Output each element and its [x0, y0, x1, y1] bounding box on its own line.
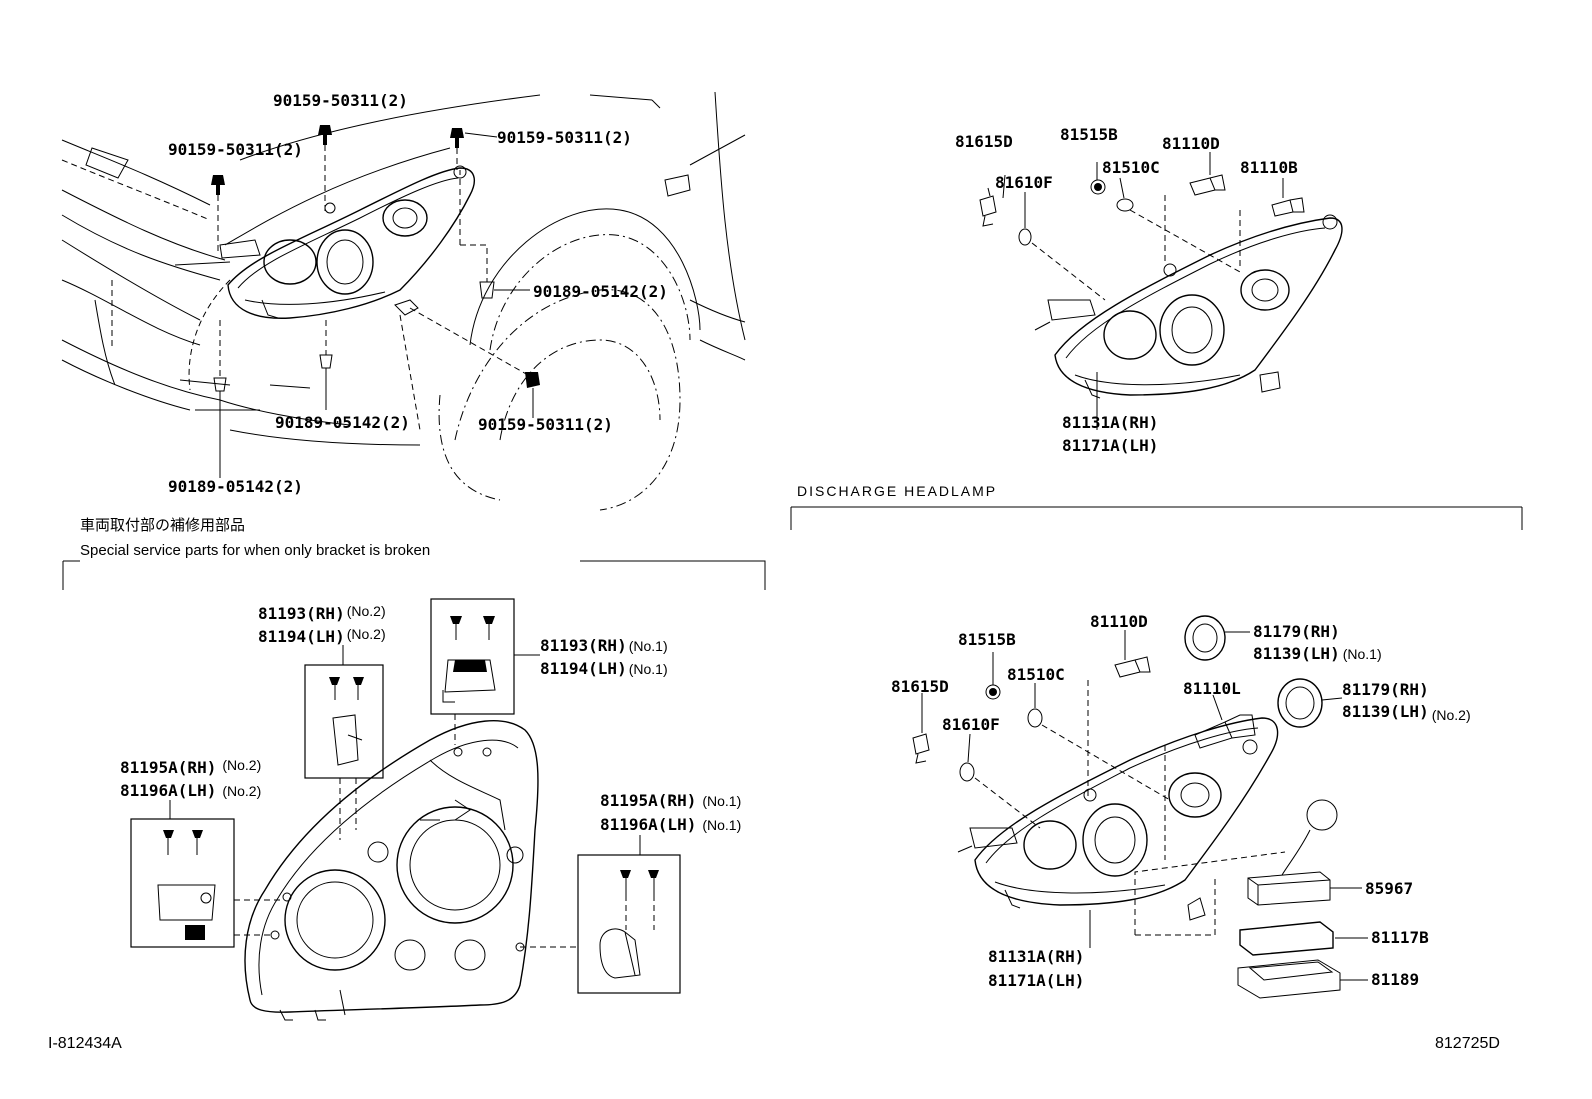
callout-81131A-discharge: 81131A(RH) [988, 947, 1084, 966]
callout-90159-left: 90159-50311(2) [168, 140, 303, 159]
callout-81110B-top: 81110B [1240, 158, 1298, 177]
callout-81193-no2: 81193(RH)(No.2) [258, 603, 386, 623]
callout-81515B-discharge: 81515B [958, 630, 1016, 649]
callout-81179-no2: 81179(RH) [1342, 680, 1429, 699]
callout-81196A-no1: 81196A(LH)(No.1) [600, 815, 741, 834]
callout-81194-no1: 81194(LH)(No.1) [540, 659, 668, 678]
callout-81196A-no2: 81196A(LH)(No.2) [120, 781, 261, 800]
callout-81171A-discharge: 81171A(LH) [988, 971, 1084, 990]
callout-81171A-top: 81171A(LH) [1062, 436, 1158, 455]
callout-85967: 85967 [1365, 879, 1413, 898]
headlamp-assembly-discharge [957, 717, 1279, 921]
bracket-details [157, 616, 659, 979]
section-title-discharge: DISCHARGE HEADLAMP [797, 483, 997, 499]
figure-ref-left: I-812434A [48, 1035, 122, 1052]
headlamp-rear-view [244, 720, 539, 1021]
callout-81179-no1: 81179(RH) [1253, 622, 1340, 641]
section-bracket-line-right [580, 560, 766, 590]
callout-81610F-top: 81610F [995, 173, 1053, 192]
callout-90159-top-center: 90159-50311(2) [273, 91, 408, 110]
bulbs-top-right [979, 152, 1305, 430]
fastener-callouts-top-left [211, 125, 540, 478]
callout-81189: 81189 [1371, 970, 1419, 989]
callout-81510C-top: 81510C [1102, 158, 1160, 177]
callout-81615D-discharge: 81615D [891, 677, 949, 696]
callout-81194-no2: 81194(LH)(No.2) [258, 626, 386, 646]
callout-81110L-discharge: 81110L [1183, 679, 1241, 698]
callout-90189-center: 90189-05142(2) [275, 413, 410, 432]
callout-81110D-top: 81110D [1162, 134, 1220, 153]
discharge-components [912, 615, 1368, 999]
callout-90159-right: 90159-50311(2) [497, 128, 632, 147]
callout-81195A-no2: 81195A(RH)(No.2) [120, 757, 261, 777]
callout-90159-bottom: 90159-50311(2) [478, 415, 613, 434]
figure-ref-right: 812725D [1435, 1035, 1500, 1052]
callout-81510C-discharge: 81510C [1007, 665, 1065, 684]
callout-81110D-discharge: 81110D [1090, 612, 1148, 631]
section-title-en: Special service parts for when only brac… [80, 542, 430, 559]
callout-81515B-top: 81515B [1060, 125, 1118, 144]
callout-81131A-top: 81131A(RH) [1062, 413, 1158, 432]
callout-81139-no1: 81139(LH)(No.1) [1253, 644, 1382, 663]
callout-81117B: 81117B [1371, 928, 1429, 947]
headlamp-assembly-top-right [1034, 214, 1343, 399]
callout-81610F-discharge: 81610F [942, 715, 1000, 734]
callout-81139-no2: 81139(LH)(No.2) [1342, 702, 1471, 723]
bracket-box-no2-upper [304, 664, 384, 779]
callout-81615D-top: 81615D [955, 132, 1013, 151]
callout-90189-left: 90189-05142(2) [168, 477, 303, 496]
callout-81193-no1: 81193(RH)(No.1) [540, 636, 668, 655]
bracket-box-no2-lower [130, 818, 235, 948]
callout-81195A-no1: 81195A(RH)(No.1) [600, 791, 741, 810]
section-title-jp: 車両取付部の補修用部品 [80, 517, 245, 534]
bracket-box-no1-upper [430, 598, 515, 715]
callout-90189-right: 90189-05142(2) [533, 282, 668, 301]
bracket-box-no1-lower [577, 854, 681, 994]
vehicle-front-illustration [61, 91, 746, 511]
headlamp-assembly-top-left [174, 165, 476, 319]
